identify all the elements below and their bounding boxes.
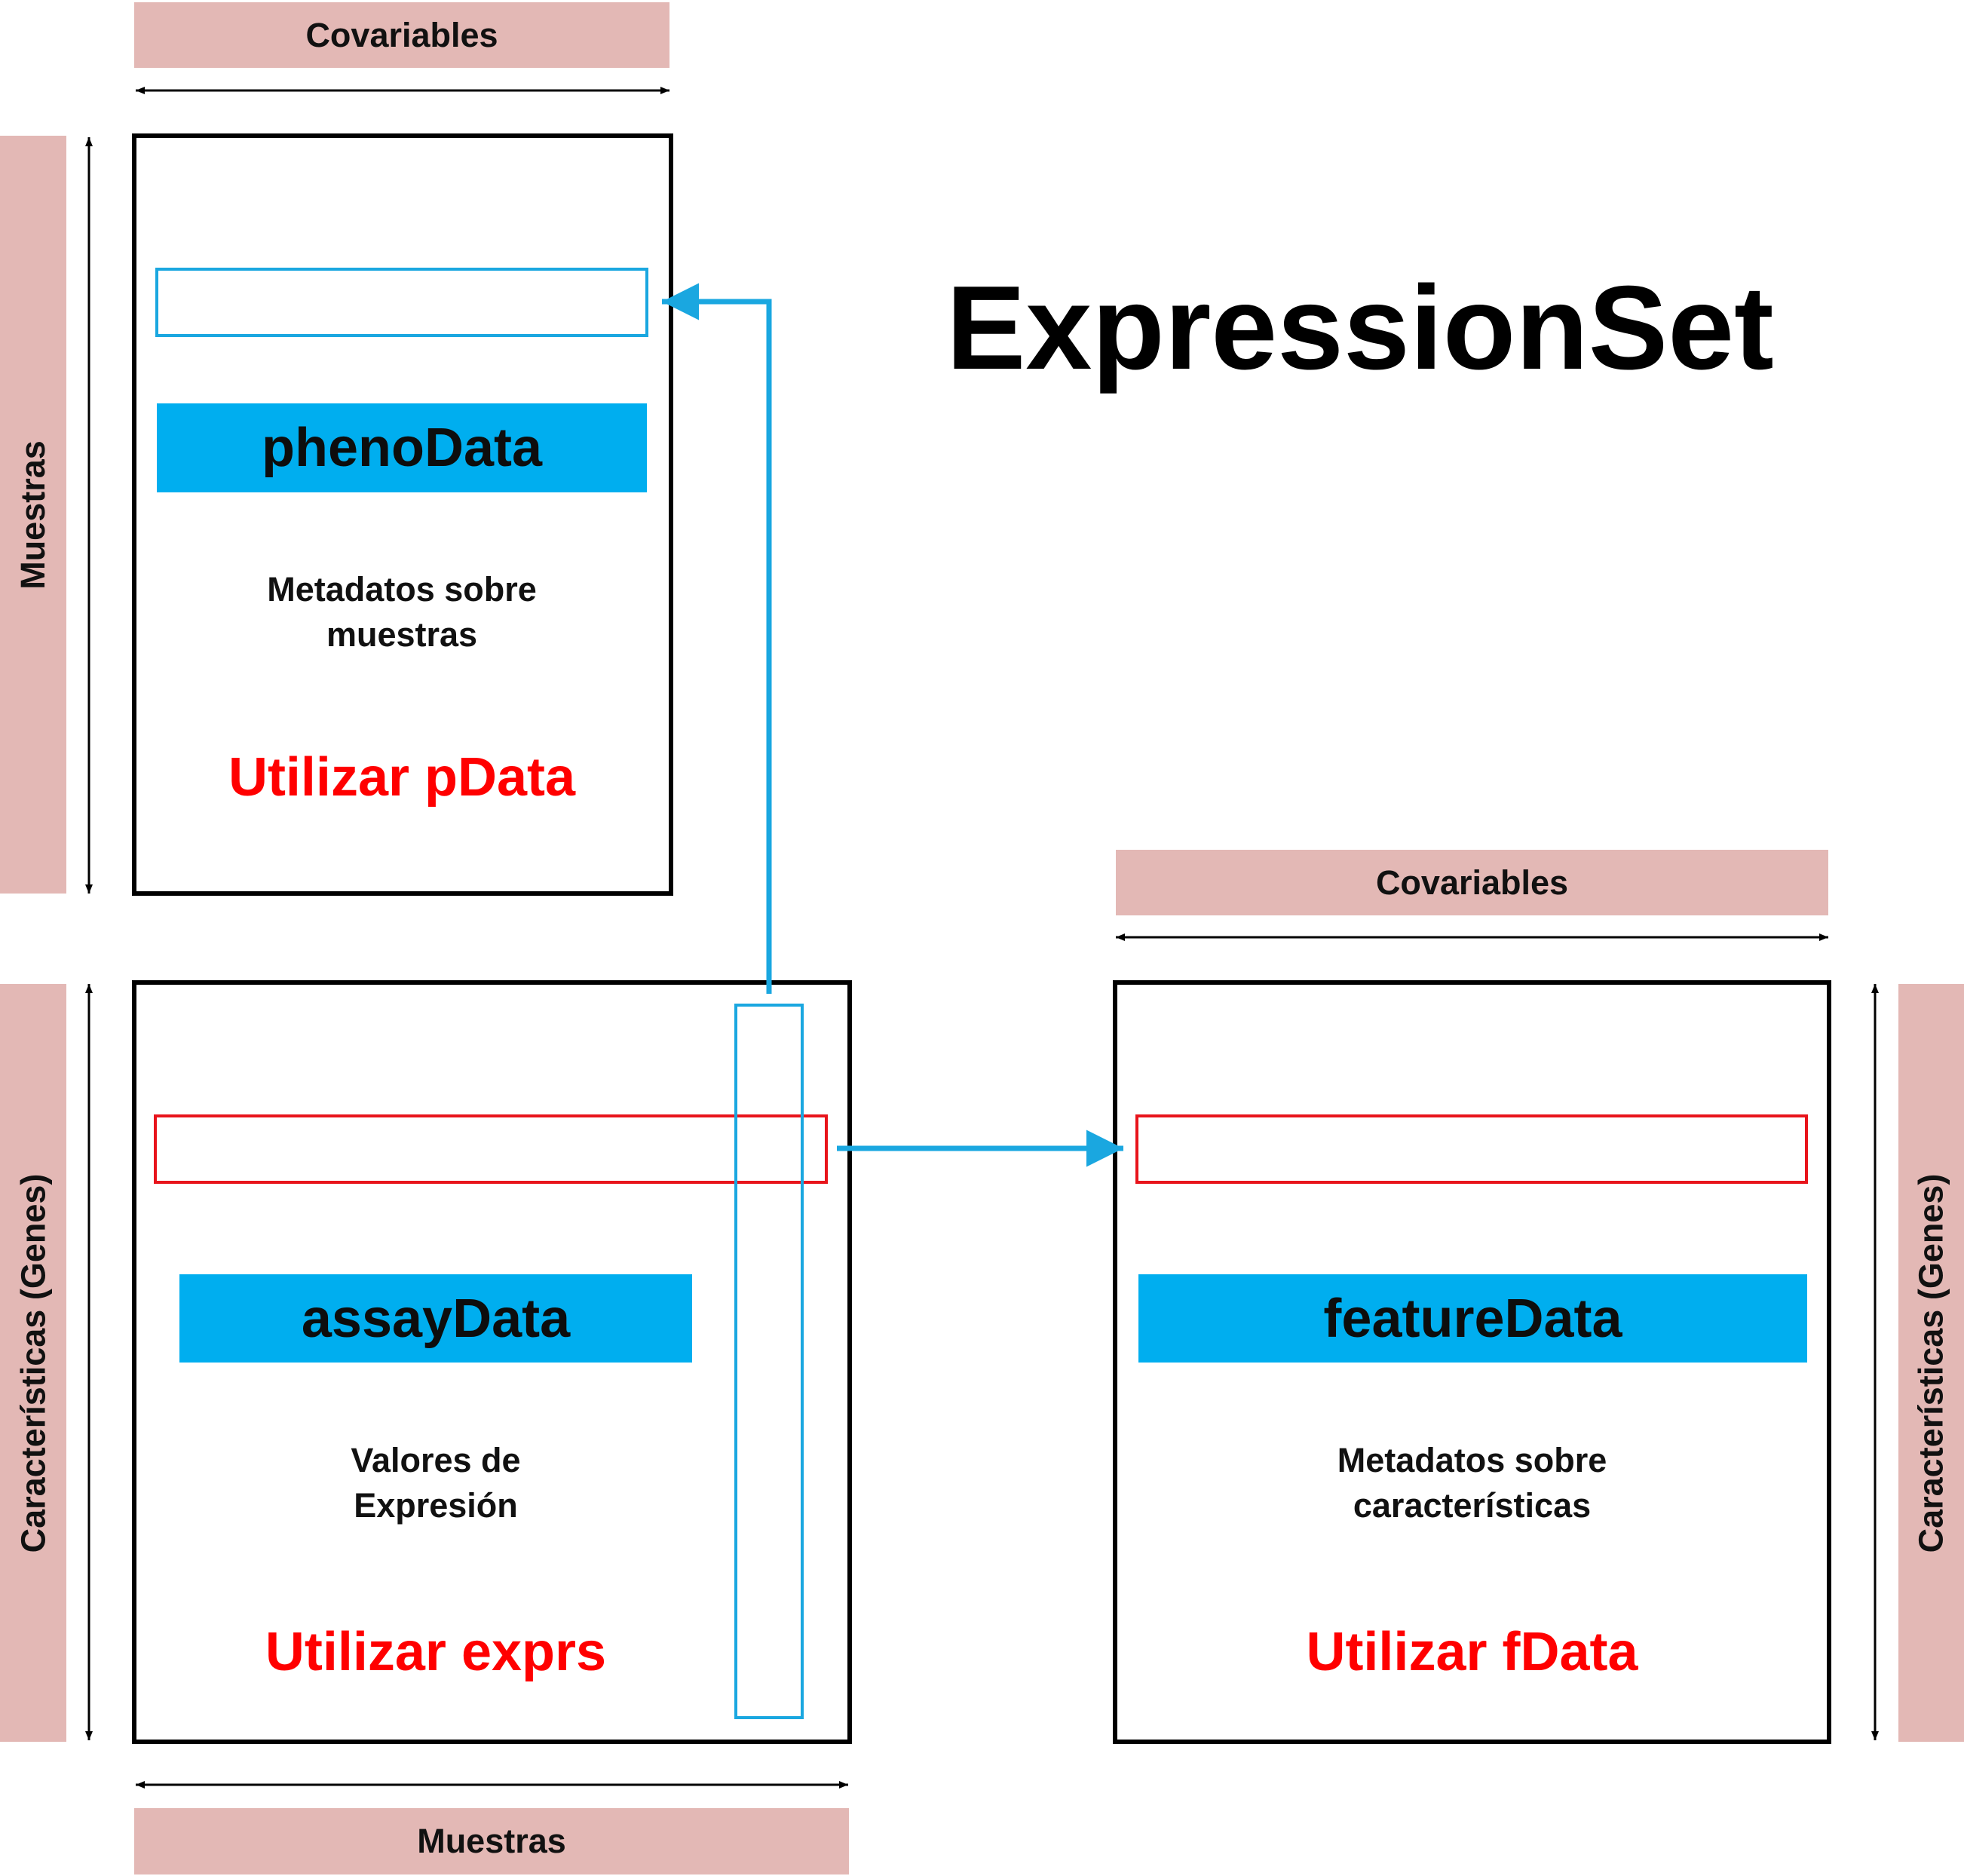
- phenodata-slot: phenoData: [157, 403, 647, 492]
- assay-column-highlight: [734, 1004, 804, 1719]
- assaydata-accessor: Utilizar exprs: [265, 1622, 607, 1682]
- phenodata-panel: [132, 133, 673, 896]
- assay-features-label: Características (Genes): [0, 984, 66, 1742]
- column-to-phenodata-connector: [662, 283, 772, 994]
- pheno-row-highlight: [155, 268, 648, 337]
- featuredata-description-line1: Metadatos sobre: [1337, 1441, 1607, 1479]
- phenodata-accessor: Utilizar pData: [228, 747, 576, 808]
- assay-samples-label: Muestras: [134, 1808, 849, 1874]
- feature-covariables-label: Covariables: [1116, 850, 1828, 915]
- phenodata-description-line1: Metadatos sobre: [267, 570, 537, 608]
- phenodata-description-line2: muestras: [326, 615, 478, 654]
- pheno-covariables-label: Covariables: [134, 2, 669, 68]
- assaydata-description-line2: Expresión: [354, 1486, 518, 1525]
- featuredata-description: Metadatos sobre características: [1116, 1438, 1828, 1528]
- feature-features-label: Características (Genes): [1898, 984, 1964, 1742]
- assaydata-description: Valores de Expresión: [134, 1438, 737, 1528]
- featuredata-slot: featureData: [1138, 1274, 1807, 1363]
- assay-row-highlight: [154, 1114, 828, 1184]
- featuredata-description-line2: características: [1353, 1486, 1592, 1525]
- pheno-samples-label: Muestras: [0, 136, 66, 894]
- assaydata-slot: assayData: [179, 1274, 692, 1363]
- featuredata-accessor: Utilizar fData: [1306, 1622, 1638, 1682]
- diagram-title: ExpressionSet: [946, 262, 1774, 394]
- feature-row-highlight: [1135, 1114, 1808, 1184]
- assaydata-description-line1: Valores de: [351, 1441, 521, 1479]
- phenodata-description: Metadatos sobre muestras: [134, 567, 669, 658]
